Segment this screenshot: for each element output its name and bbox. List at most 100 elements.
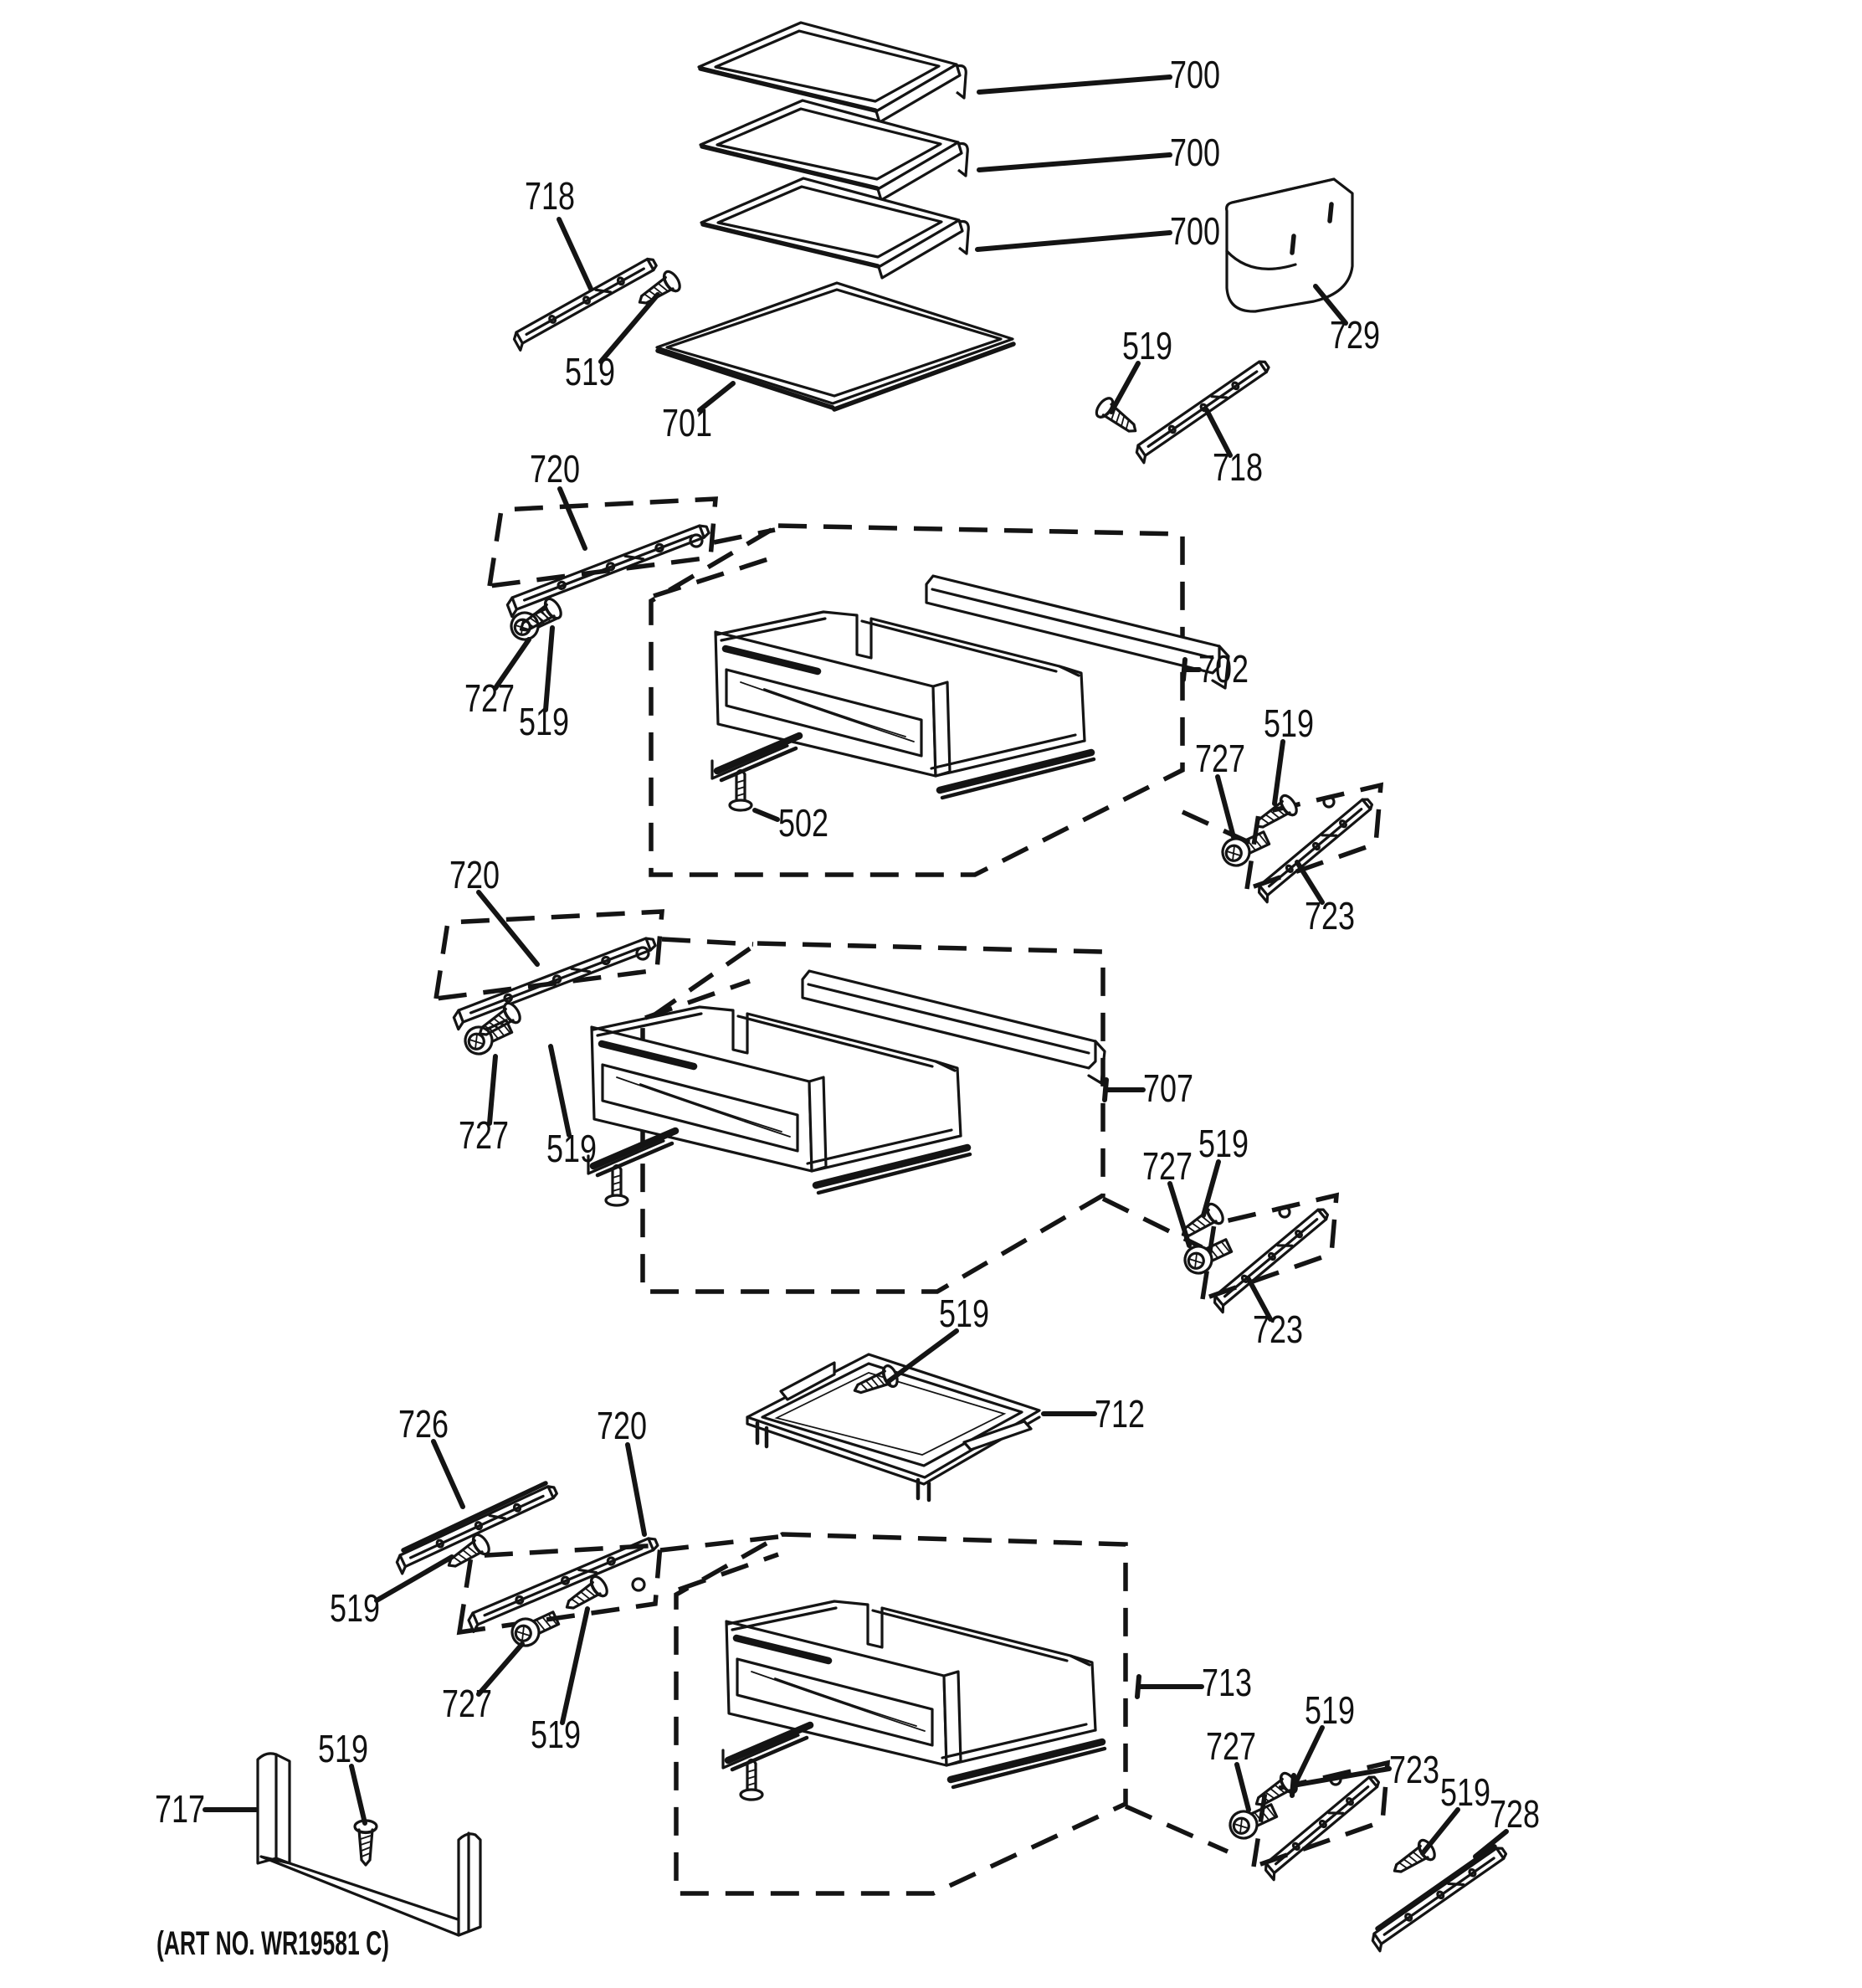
callout-713: 713 [1202,1661,1252,1704]
leader-713 [1135,1674,1204,1699]
mount-rail-728 [1368,1844,1512,1953]
dashed-box-rail-720-upper [486,496,719,589]
glass-shelf-701 [655,281,1016,412]
callout-leaders [203,74,1509,1859]
callout-720-lower: 720 [597,1404,647,1447]
leader-519-right-2 [1201,1159,1221,1218]
slide-rail-718-left [510,255,662,352]
screw-519-shelf-rail-left [632,267,685,313]
rail-pin-upper [689,533,704,548]
callout-727-right-3: 727 [1206,1724,1256,1768]
glass-shelf-700-middle [700,100,967,200]
leader-727-right-1 [1215,774,1236,840]
leader-702 [1181,657,1202,682]
leader-700-bottom [975,230,1172,252]
callout-718-right: 718 [1213,445,1263,489]
leader-727-lower-left [476,1641,525,1697]
slide-rail-720-upper [504,521,713,619]
leader-519-right-3 [1294,1725,1325,1784]
callout-727-right-1: 727 [1195,737,1245,780]
callout-519-lower-left-a: 519 [330,1586,380,1630]
leader-519-upper-left [543,625,555,712]
leader-729 [1313,284,1348,326]
callout-712: 712 [1095,1392,1145,1436]
callout-729: 729 [1330,313,1380,357]
leader-519-bracket [349,1764,367,1826]
dashed-box-drawer-707 [640,941,1105,1294]
glass-shelf-700-bottom [701,178,968,278]
callout-700-middle: 700 [1170,131,1220,174]
rail-pin-lower [631,1577,646,1592]
leader-727-right-2 [1167,1181,1192,1248]
cover-729 [1225,177,1354,313]
leader-502 [752,808,780,822]
bolt-727-lower-left [506,1604,563,1652]
dashed-assembly-boxes [433,496,1391,1896]
rail-pin-723-1 [1322,795,1336,809]
leader-727-right-3 [1234,1762,1251,1812]
leader-723-right-3 [1290,1766,1392,1798]
leader-720-middle [476,890,540,967]
leader-718-right [1204,408,1233,458]
frame-717 [256,1752,482,1937]
callout-727-right-2: 727 [1142,1144,1193,1188]
leader-728 [1473,1829,1509,1859]
mount-rail-726 [393,1482,562,1575]
callout-labels: 700 700 700 718 519 701 519 729 718 720 … [155,53,1540,1836]
leader-727-upper-left [493,637,531,691]
callout-717: 717 [155,1787,205,1831]
leader-519-right-1 [1272,739,1285,806]
callout-726: 726 [398,1402,449,1446]
callout-519-lower-left-b: 519 [531,1713,581,1756]
leader-727-middle-left [487,1054,498,1126]
callout-519-right-4: 519 [1440,1770,1490,1814]
callout-519-shelf-rail-right: 519 [1122,324,1172,367]
leader-519-shelf-rail-left [598,292,660,364]
drawer-702-top-trim [925,574,1230,690]
leader-726 [431,1439,465,1509]
callout-723-right-2: 723 [1253,1307,1303,1351]
leader-718-left [557,217,593,291]
callout-502: 502 [778,801,828,845]
leader-519-lower-left-b [560,1606,590,1725]
callout-702: 702 [1198,647,1249,691]
leader-519-lower-left-a [374,1554,454,1603]
callout-519-middle-left: 519 [546,1127,597,1170]
leader-700-middle [977,152,1172,172]
drawer-707 [588,1007,970,1205]
callout-700-bottom: 700 [1170,209,1220,253]
callout-720-upper: 720 [530,447,580,491]
callout-700-top: 700 [1170,53,1220,96]
leader-701 [697,381,736,413]
dashed-box-drawer-713 [674,1532,1128,1896]
dashed-box-rail-720-lower [456,1543,664,1636]
leader-707 [1102,1077,1146,1102]
callout-718-left: 718 [525,174,575,218]
callout-519-bracket: 519 [318,1727,368,1770]
mount-rail-728-edge [1375,1844,1497,1931]
callout-727-lower-left: 727 [442,1682,492,1725]
callout-519-shelf-rail-left: 519 [565,350,615,393]
drawer-702 [712,612,1094,810]
leader-720-upper [557,486,587,551]
callout-519-right-3: 519 [1305,1688,1355,1732]
leader-720-lower [625,1442,647,1537]
callout-519-shelf-712: 519 [939,1292,989,1335]
bolt-727-right-3 [1224,1796,1281,1844]
screw-519-bracket [353,1819,378,1867]
drawer-713 [723,1601,1105,1800]
dashed-box-drawer-702 [649,523,1185,877]
leader-519-shelf-rail-right [1109,361,1141,414]
leader-519-right-4 [1420,1807,1460,1856]
mount-rail-726-edge [401,1481,548,1553]
art-number: (ART NO. WR19581 C) [156,1925,389,1962]
leader-700-top [977,74,1172,95]
leader-723-right-2 [1246,1277,1273,1322]
callout-728: 728 [1490,1792,1540,1836]
dashed-box-rail-723-3 [1250,1759,1391,1871]
callout-701: 701 [662,401,712,444]
callout-707: 707 [1143,1066,1193,1110]
shelf-712 [746,1353,1041,1503]
